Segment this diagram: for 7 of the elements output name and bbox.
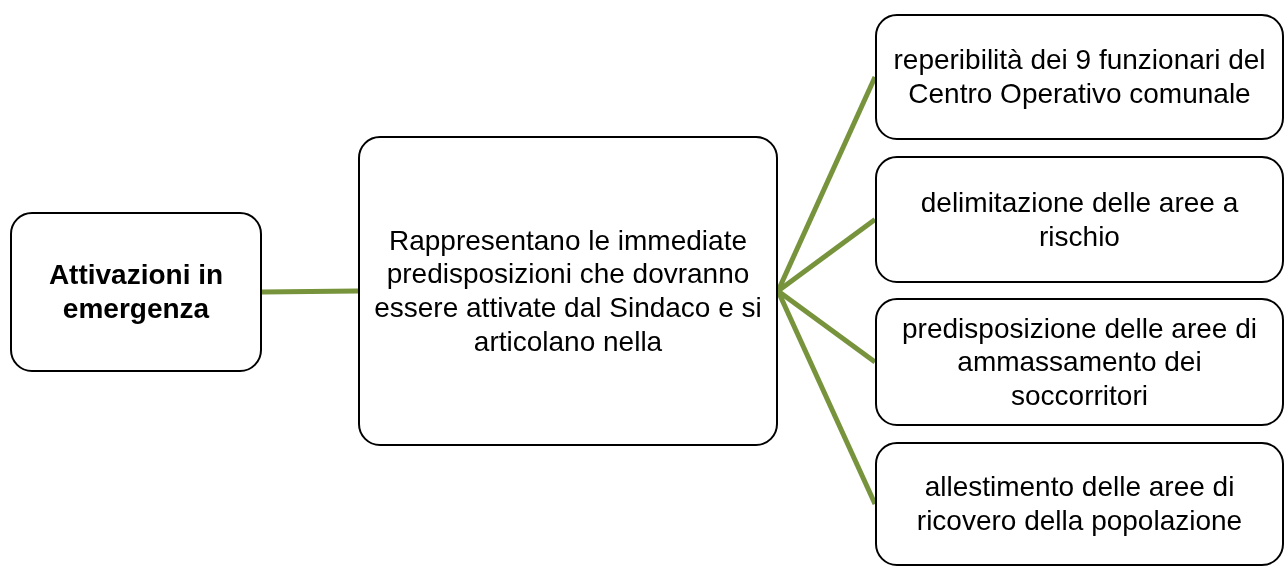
text-box: reperibilità dei 9 funzionari del Centro Operativo comunale <box>875 14 1284 140</box>
text-box: predisposizione delle aree di ammassamento dei soccorritori <box>875 298 1284 426</box>
connector-line <box>261 288 359 295</box>
topic-box: Attivazioni in emergenza <box>10 212 262 372</box>
text-box: Rappresentano le immediate predisposizioni che dovranno essere attivate dal Sindaco e si articolano nella <box>358 136 778 446</box>
text-box: allestimento delle aree di ricovero della popolazione <box>875 442 1284 566</box>
text-box: delimitazione delle aree a rischio <box>875 156 1284 283</box>
